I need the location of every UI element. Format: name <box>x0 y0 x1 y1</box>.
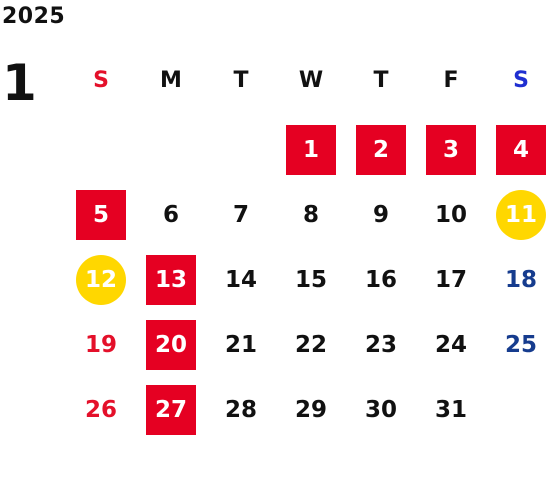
weekday-label-3: W <box>298 68 324 93</box>
day-cell-11[interactable]: 11 <box>496 190 546 240</box>
weekday-label-2: T <box>233 68 249 93</box>
day-cell-4[interactable]: 4 <box>496 125 546 175</box>
day-cell-14[interactable]: 14 <box>224 267 257 293</box>
day-cell-22[interactable]: 22 <box>294 332 327 358</box>
day-cell-19[interactable]: 19 <box>84 332 117 358</box>
day-cell-15[interactable]: 15 <box>294 267 327 293</box>
weekday-label-5: F <box>443 68 459 93</box>
day-cell-26[interactable]: 26 <box>84 397 117 423</box>
month-number: 1 <box>2 54 37 112</box>
day-cell-2[interactable]: 2 <box>356 125 406 175</box>
day-cell-18[interactable]: 18 <box>504 267 537 293</box>
day-cell-9[interactable]: 9 <box>372 202 389 228</box>
day-cell-16[interactable]: 16 <box>364 267 397 293</box>
day-cell-27[interactable]: 27 <box>146 385 196 435</box>
weekday-label-4: T <box>373 68 389 93</box>
day-cell-21[interactable]: 21 <box>224 332 257 358</box>
day-cell-17[interactable]: 17 <box>434 267 467 293</box>
day-cell-6[interactable]: 6 <box>162 202 179 228</box>
weekday-label-1: M <box>160 68 182 93</box>
day-cell-29[interactable]: 29 <box>294 397 327 423</box>
year-label: 2025 <box>2 4 66 29</box>
day-cell-24[interactable]: 24 <box>434 332 467 358</box>
day-cell-23[interactable]: 23 <box>364 332 397 358</box>
day-cell-5[interactable]: 5 <box>76 190 126 240</box>
day-cell-3[interactable]: 3 <box>426 125 476 175</box>
day-cell-12[interactable]: 12 <box>76 255 126 305</box>
day-cell-30[interactable]: 30 <box>364 397 397 423</box>
day-cell-1[interactable]: 1 <box>286 125 336 175</box>
day-cell-20[interactable]: 20 <box>146 320 196 370</box>
weekday-label-0: S <box>93 68 109 93</box>
weekday-label-6: S <box>513 68 529 93</box>
day-cell-31[interactable]: 31 <box>434 397 467 423</box>
day-cell-7[interactable]: 7 <box>232 202 249 228</box>
day-cell-28[interactable]: 28 <box>224 397 257 423</box>
day-cell-13[interactable]: 13 <box>146 255 196 305</box>
day-cell-8[interactable]: 8 <box>302 202 319 228</box>
day-cell-25[interactable]: 25 <box>504 332 537 358</box>
day-cell-10[interactable]: 10 <box>434 202 467 228</box>
